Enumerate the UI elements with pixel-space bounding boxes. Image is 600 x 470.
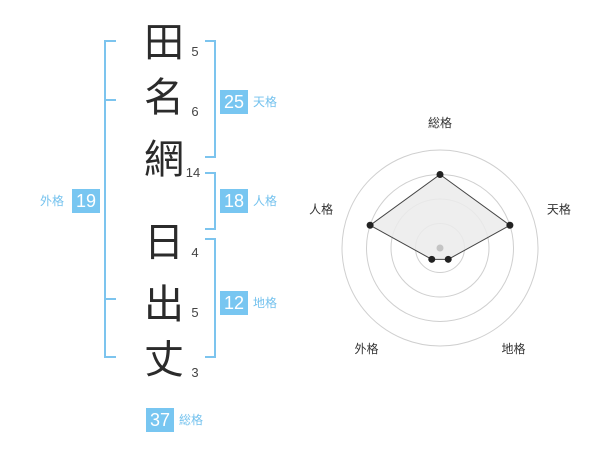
radar-axis-label-5: 人格 [309, 201, 333, 216]
radar-point-3 [444, 255, 452, 263]
name-char-2: 名 [144, 75, 184, 121]
radar-axis-label-1: 総格 [428, 115, 452, 130]
radar-center-point [436, 244, 444, 252]
radar-axis-label-4: 外格 [355, 341, 379, 356]
radar-point-5 [366, 221, 374, 229]
chikaku-label: 地格 [253, 296, 278, 310]
stroke-count-5: 5 [191, 305, 199, 320]
chikaku-value-badge: 12 [220, 291, 248, 315]
radar-area [369, 173, 511, 260]
radar-point-4 [428, 255, 436, 263]
name-char-1: 田 [144, 20, 184, 66]
name-char-4: 日 [144, 220, 184, 266]
tenkaku-value-badge: 25 [220, 90, 248, 114]
jinkaku-value-badge: 18 [220, 189, 248, 213]
radar-grid-ring [341, 149, 539, 347]
radar-point-2 [506, 221, 514, 229]
soukaku-value-badge: 37 [146, 408, 174, 432]
gaikaku-label: 外格 [40, 194, 65, 208]
jinkaku-label: 人格 [253, 194, 278, 208]
stroke-count-3: 14 [185, 165, 201, 180]
tenkaku-label: 天格 [253, 95, 278, 109]
gaikaku-value-badge: 19 [72, 189, 100, 213]
radar-axis-label-3: 地格 [501, 341, 525, 356]
stroke-count-1: 5 [191, 44, 199, 59]
stroke-count-4: 4 [191, 245, 199, 260]
name-char-6: 丈 [144, 337, 184, 383]
radar-axis-label-2: 天格 [547, 201, 571, 216]
name-char-3: 網 [144, 137, 184, 183]
stroke-count-2: 6 [191, 104, 199, 119]
stroke-count-6: 3 [191, 365, 199, 380]
soukaku-label: 総格 [179, 413, 204, 427]
name-char-5: 出 [144, 282, 184, 328]
radar-point-1 [436, 171, 444, 178]
